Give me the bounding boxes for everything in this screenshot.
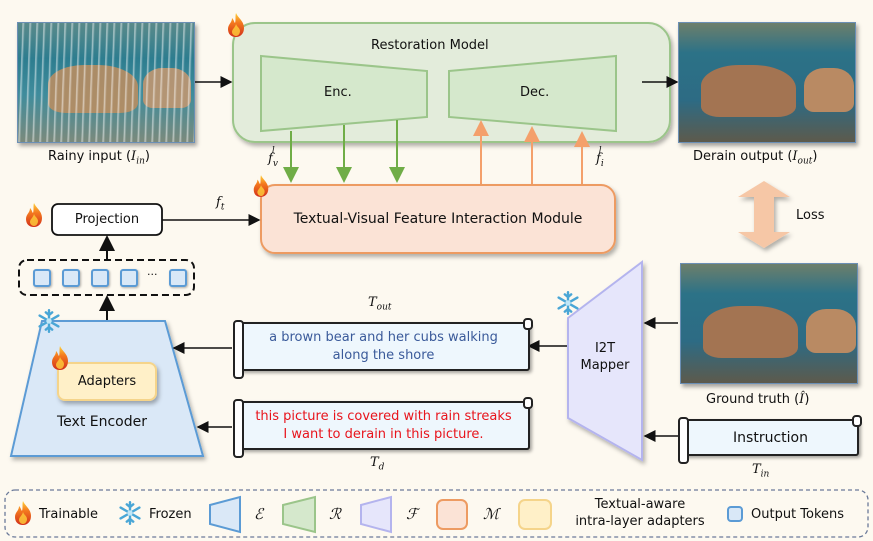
legend-encoder-symbol: ℰ <box>254 505 264 523</box>
flame-icon-restoration <box>228 13 244 37</box>
t-out-line-1: a brown bear and her cubs walking <box>269 329 498 345</box>
f-i-symbol: fil <box>596 146 604 169</box>
encoder-label: Enc. <box>324 85 352 100</box>
decoder-trapezoid <box>448 54 617 133</box>
text-encoder-label: Text Encoder <box>57 414 148 430</box>
t-d-line-2: I want to derain in this picture. <box>283 426 484 442</box>
output-token-1 <box>33 269 51 287</box>
interaction-module-label: Textual-Visual Feature Interaction Modul… <box>293 211 583 227</box>
restoration-model-title: Restoration Model <box>371 38 489 53</box>
snowflake-icon-mapper <box>557 290 579 316</box>
f-v-symbol: fvl <box>268 146 278 169</box>
i2t-mapper-trapezoid <box>567 259 643 462</box>
instruction-label: Instruction <box>733 429 808 446</box>
derain-output-image <box>678 22 856 143</box>
decoder-label: Dec. <box>520 85 550 100</box>
i2t-mapper-label: I2T Mapper <box>580 341 630 373</box>
output-token-n <box>169 269 187 287</box>
loss-double-arrow <box>738 181 790 248</box>
t-in-symbol: Tin <box>752 462 770 480</box>
adapters-box <box>57 362 157 401</box>
legend-token-shape <box>727 506 743 522</box>
output-token-3 <box>91 269 109 287</box>
snowflake-icon-legend <box>119 500 141 526</box>
projection-label: Projection <box>74 212 140 227</box>
token-ellipsis: ··· <box>147 268 158 281</box>
legend-module-shape <box>436 499 468 530</box>
instruction-scroll: Instruction <box>678 415 862 464</box>
t-d-line-1: this picture is covered with rain streak… <box>255 408 512 424</box>
legend-adapters-label: Textual-aware intra-layer adapters <box>575 497 705 529</box>
rainy-input-caption: Rainy input (Iin) <box>48 149 150 167</box>
legend-frozen-label: Frozen <box>149 507 192 522</box>
legend-restoration-symbol: ℛ <box>329 505 341 523</box>
legend-output-tokens-label: Output Tokens <box>751 507 845 522</box>
legend-box <box>4 489 869 538</box>
ground-truth-image <box>680 263 858 384</box>
legend-mapper-shape <box>360 495 392 534</box>
output-token-2 <box>62 269 80 287</box>
loss-label: Loss <box>796 208 825 223</box>
legend-mapper-symbol: ℱ <box>406 505 418 523</box>
interaction-module-box <box>260 184 616 254</box>
legend-adapter-shape <box>518 499 552 530</box>
derain-output-caption: Derain output (Iout) <box>693 149 818 167</box>
flame-icon-projection <box>26 203 42 227</box>
flame-icon-legend <box>15 501 31 525</box>
t-d-symbol: Td <box>370 455 385 473</box>
adapters-label: Adapters <box>77 374 137 389</box>
t-out-scroll: a brown bear and her cubs walking along … <box>233 318 533 379</box>
legend-encoder-shape <box>209 495 241 534</box>
t-d-scroll: this picture is covered with rain streak… <box>233 397 533 458</box>
legend-module-symbol: ℳ <box>483 505 500 523</box>
t-out-line-2: along the shore <box>332 347 435 363</box>
legend-restoration-shape <box>282 495 316 534</box>
encoder-trapezoid <box>260 54 428 133</box>
output-tokens-group <box>18 259 195 296</box>
ground-truth-caption: Ground truth (Î) <box>706 392 810 407</box>
output-token-4 <box>120 269 138 287</box>
t-out-symbol: Tout <box>368 295 392 313</box>
legend-trainable-label: Trainable <box>39 507 99 522</box>
rainy-input-image <box>17 22 195 143</box>
f-t-symbol: ft <box>216 195 225 213</box>
